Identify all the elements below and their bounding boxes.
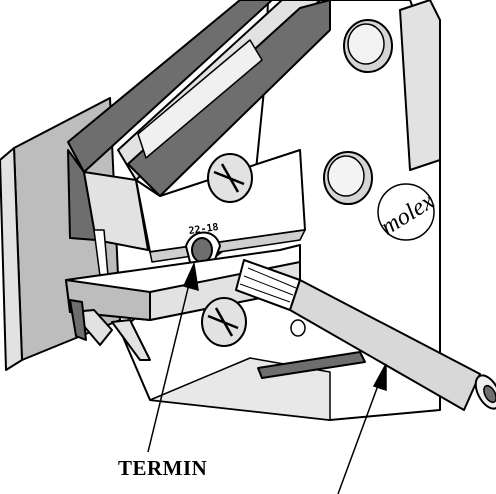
jaw-screw-upper [207, 153, 253, 203]
leader-line-wire [337, 379, 381, 494]
crimp-die: 22-18 [184, 222, 222, 269]
rivet-top [343, 19, 393, 73]
callout-leaders [147, 261, 387, 494]
rivet-middle [323, 151, 373, 205]
upper-handles [67, 0, 331, 197]
leader-arrowhead-wire [372, 363, 387, 392]
leader-arrowhead-terminal [182, 261, 199, 292]
leader-line-terminal [147, 279, 191, 453]
frame-hole [290, 319, 306, 337]
callout-label-terminal: TERMIN [118, 456, 208, 480]
pivot-rivets [323, 19, 393, 205]
wire [235, 259, 496, 411]
die-size-marking: 22-18 [188, 222, 219, 237]
jaw-screw-lower [201, 297, 247, 347]
